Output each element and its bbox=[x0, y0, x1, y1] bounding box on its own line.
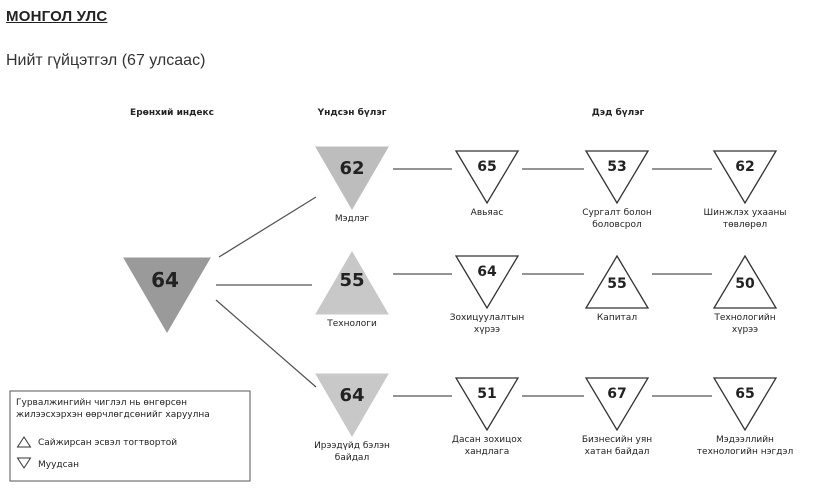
declined-icon bbox=[16, 457, 32, 469]
sub-group-value-1-2: 53 bbox=[607, 159, 626, 175]
sub-group-triangle-1-2 bbox=[584, 150, 650, 205]
improved-icon bbox=[16, 436, 32, 448]
main-group-value-1: 62 bbox=[339, 158, 364, 179]
sub-group-value-3-3: 65 bbox=[735, 386, 754, 402]
sub-group-label-3-2: хатан байдал bbox=[585, 447, 650, 457]
sub-group-label-2-1: Зохицуулалтын bbox=[450, 313, 525, 323]
sub-group-value-1-1: 65 bbox=[477, 159, 496, 175]
sub-group-label-1-2: боловсрол bbox=[592, 220, 642, 230]
sub-group-label-2-1: хүрээ bbox=[474, 325, 500, 335]
main-group-triangle-3 bbox=[315, 373, 389, 437]
sub-group-value-2-2: 55 bbox=[607, 276, 626, 292]
overall-index-value: 64 bbox=[151, 268, 179, 292]
country-heading: МОНГОЛ УЛС bbox=[6, 8, 108, 25]
connector-overall-row-1 bbox=[218, 196, 317, 258]
sub-group-triangle-3-2 bbox=[584, 377, 650, 432]
sub-group-triangle-1-1 bbox=[454, 150, 520, 205]
sub-group-label-3-2: Бизнесийн уян bbox=[582, 435, 652, 445]
connector-overall-row-3 bbox=[215, 299, 317, 388]
legend-title: Гурвалжингийн чиглэл нь өнгөрсөн bbox=[16, 398, 187, 408]
main-group-label-2: Технологи bbox=[326, 319, 377, 329]
main-group-triangle-2 bbox=[315, 251, 389, 315]
legend-box: Гурвалжингийн чиглэл нь өнгөрсөн жилээсхэ… bbox=[9, 390, 251, 482]
sub-group-value-2-1: 64 bbox=[477, 264, 497, 280]
sub-group-label-3-3: Мэдээллийн bbox=[716, 435, 774, 445]
sub-group-label-3-1: Дасан зохицох bbox=[452, 435, 523, 445]
main-group-value-3: 64 bbox=[339, 385, 364, 406]
overall-ranking-subheading: Нийт гүйцэтгэл (67 улсаас) bbox=[6, 52, 206, 69]
sub-group-triangle-2-1 bbox=[454, 255, 520, 310]
sub-group-triangle-2-2 bbox=[584, 254, 650, 309]
column-header-sub: Дэд бүлэг bbox=[592, 107, 645, 118]
legend-frame bbox=[9, 390, 251, 482]
sub-group-label-1-3: Шинжлэх ухааны bbox=[703, 208, 786, 218]
sub-group-label-1-2: Сургалт болон bbox=[582, 208, 652, 218]
sub-group-triangle-3-1 bbox=[454, 377, 520, 432]
sub-group-label-2-3: Технологийн bbox=[713, 313, 775, 323]
sub-group-value-1-3: 62 bbox=[735, 159, 754, 175]
legend-title: жилээсхэрхэн өөрчлөгдсөнийг харуулна bbox=[16, 410, 210, 420]
sub-group-label-3-3: технологийн нэгдэл bbox=[697, 447, 793, 457]
column-header-main: Үндсэн бүлэг bbox=[317, 107, 387, 118]
sub-group-label-3-1: хандлага bbox=[465, 447, 509, 457]
main-group-value-2: 55 bbox=[339, 270, 364, 291]
main-group-label-1: Мэдлэг bbox=[335, 214, 370, 224]
overall-index-triangle bbox=[123, 257, 211, 333]
main-group-triangle-1 bbox=[315, 146, 389, 210]
sub-group-value-3-1: 51 bbox=[477, 386, 496, 402]
sub-group-label-1-3: төвлөрөл bbox=[723, 220, 767, 230]
connector-lines bbox=[215, 168, 712, 397]
sub-group-triangle-2-3 bbox=[712, 254, 778, 309]
sub-group-value-3-2: 67 bbox=[607, 386, 626, 402]
main-group-label-3: байдал bbox=[335, 453, 369, 463]
sub-group-label-2-2: Капитал bbox=[597, 313, 637, 323]
main-group-label-3: Ирээдүйд бэлэн bbox=[314, 441, 390, 451]
legend-declined-label: Муудсан bbox=[38, 460, 79, 470]
ranking-diagram: Ерөнхий индекс Үндсэн бүлэг Дэд бүлэг 64… bbox=[9, 107, 793, 482]
column-header-overall: Ерөнхий индекс bbox=[130, 108, 214, 118]
sub-group-triangle-3-3 bbox=[712, 377, 778, 432]
sub-group-triangle-1-3 bbox=[712, 150, 778, 205]
sub-group-value-2-3: 50 bbox=[735, 276, 755, 292]
sub-group-label-1-1: Авьяас bbox=[471, 208, 504, 218]
sub-group-label-2-3: хүрээ bbox=[732, 325, 758, 335]
legend-improved-label: Сайжирсан эсвэл тогтвортой bbox=[38, 438, 177, 448]
